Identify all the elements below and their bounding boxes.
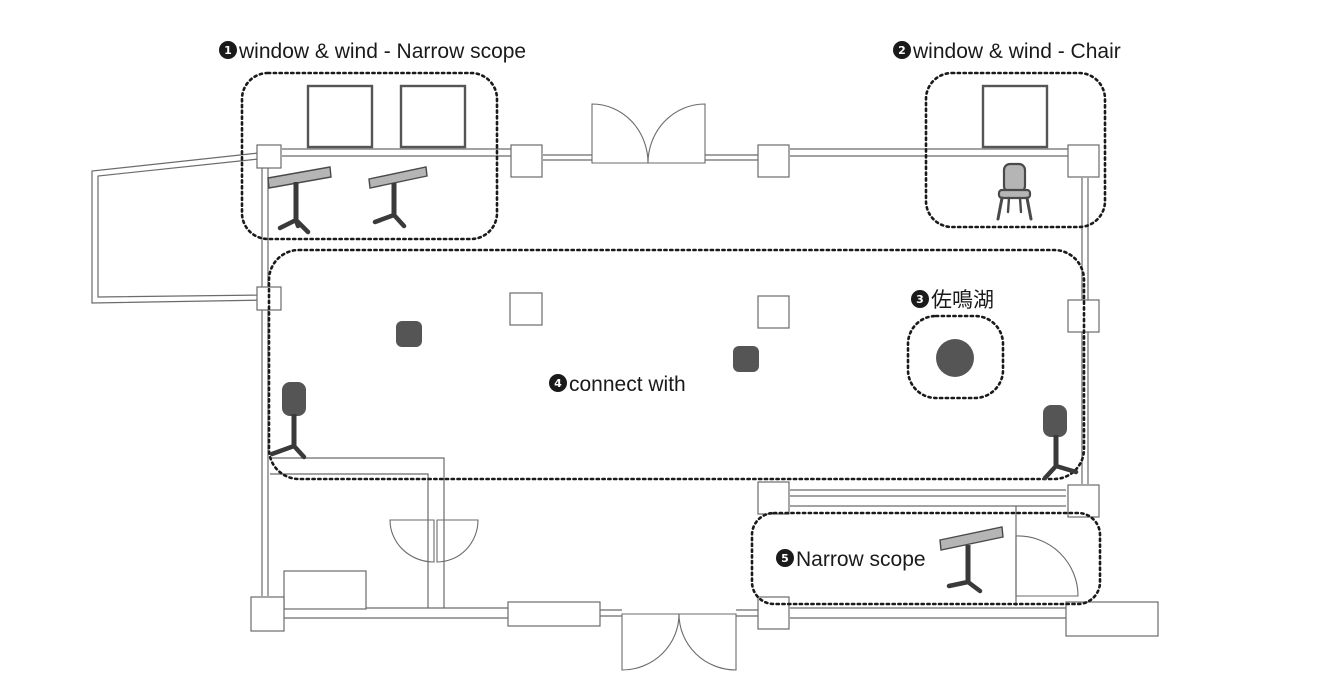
top-double-door: [591, 103, 706, 164]
bottom-double-door: [621, 613, 737, 671]
zone-label-1: 1 window & wind - Narrow scope: [219, 40, 526, 63]
zone-2-label: window & wind - Chair: [912, 40, 1121, 63]
zone-label-3: 3 佐鳴湖: [911, 289, 994, 312]
zone-label-5: 5 Narrow scope: [776, 548, 926, 571]
zone-number-1-icon: [219, 41, 237, 59]
inner-room-door: [389, 519, 479, 563]
zone-label-4: 4 connect with: [549, 373, 686, 396]
zone-3-label: 佐鳴湖: [931, 289, 994, 312]
floor-speaker-1: [396, 321, 422, 347]
svg-text:5: 5: [781, 552, 789, 565]
zone-5-label: Narrow scope: [796, 548, 926, 571]
zone-4-label: connect with: [569, 373, 686, 396]
zone-2-outline: [924, 71, 1107, 229]
zone-number-4-icon: [549, 374, 567, 392]
zone-4-outline: [267, 248, 1086, 481]
floor-speaker-2: [733, 346, 759, 372]
speaker-bar-1: [267, 166, 332, 235]
zone-label-2: 2 window & wind - Chair: [893, 40, 1121, 63]
zone-number-5-icon: [776, 549, 794, 567]
svg-text:4: 4: [554, 377, 562, 390]
lake-speaker: [936, 339, 974, 377]
zone-5-outline: [750, 511, 1102, 606]
zone-number-3-icon: [911, 290, 929, 308]
svg-text:2: 2: [898, 44, 906, 57]
window-icon: [306, 84, 1049, 149]
zone-1-outline: [240, 71, 499, 241]
chair-icon: [996, 162, 1033, 221]
svg-text:3: 3: [916, 293, 924, 306]
speaker-bar-2: [368, 166, 428, 229]
speaker-box-right: [1042, 405, 1079, 481]
speaker-box-left: [269, 382, 307, 460]
floor-speakers: [396, 321, 974, 377]
zone-3-outline: [906, 314, 1005, 400]
zone-outlines: [240, 71, 1107, 606]
corridor-door: [1015, 535, 1079, 597]
zone-1-label: window & wind - Narrow scope: [238, 40, 526, 63]
zone-number-2-icon: [893, 41, 911, 59]
speaker-bar-3: [939, 526, 1004, 594]
svg-text:1: 1: [224, 44, 232, 57]
